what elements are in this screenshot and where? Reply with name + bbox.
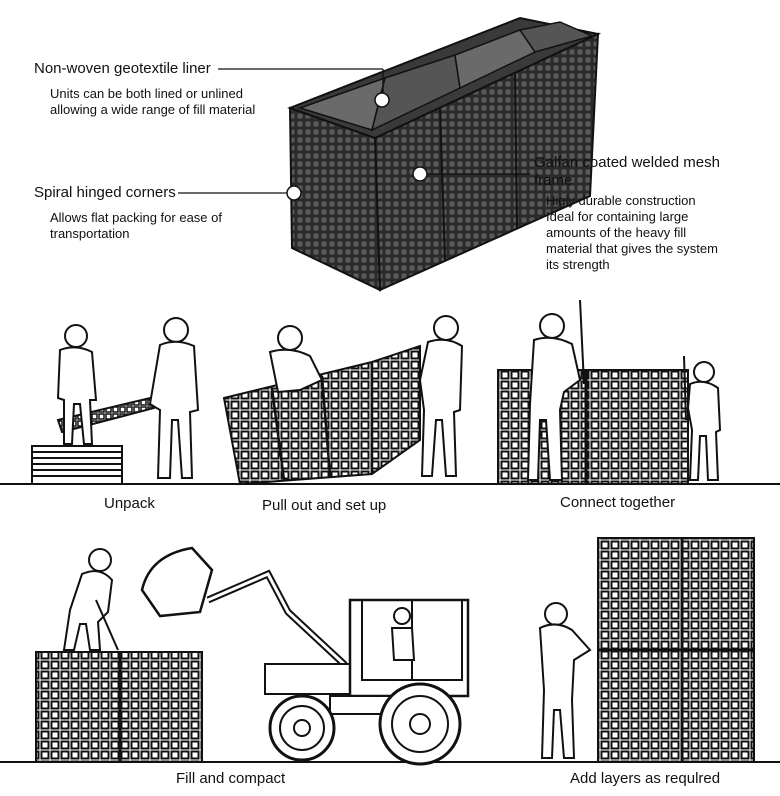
liner-callout-body-line-1: Units can be both lined or unlined <box>50 86 243 102</box>
step-label-connect: Connect together <box>560 494 675 511</box>
mesh-callout-body-line-1: Higly durable construction <box>546 193 696 209</box>
worker-silhouette <box>64 549 112 650</box>
worker-silhouette <box>540 603 590 758</box>
worker-silhouette <box>392 608 414 660</box>
flat-pack-stack <box>32 446 122 484</box>
step-label-fill: Fill and compact <box>176 770 285 787</box>
worker-silhouette <box>270 326 322 392</box>
step-label-pull-out: Pull out and set up <box>262 497 386 514</box>
corners-callout-title: Spiral hinged corners <box>34 184 176 201</box>
corners-callout-body-line-1: Allows flat packing for ease of <box>50 210 222 226</box>
connect-scene <box>498 300 720 484</box>
mesh-callout-body-line-5: its strength <box>546 257 610 273</box>
corners-callout-body-line-2: transportation <box>50 226 130 242</box>
expanding-mesh <box>224 346 420 484</box>
step-label-unpack: Unpack <box>104 495 155 512</box>
pull-out-scene <box>224 316 462 484</box>
loader-bucket <box>142 548 212 616</box>
worker-silhouette <box>688 362 720 480</box>
worker-silhouette <box>150 318 198 478</box>
liner-callout-title: Non-woven geotextile liner <box>34 60 211 77</box>
connected-cells <box>498 370 688 484</box>
liner-callout-body-line-2: allowing a wide range of fill material <box>50 102 255 118</box>
mesh-callout-body-line-2: Ideal for containing large <box>546 209 688 225</box>
mesh-callout-body-line-4: material that gives the system <box>546 241 718 257</box>
mesh-callout-body-line-3: amounts of the heavy fill <box>546 225 686 241</box>
mesh-callout-title-line-1: Galfan coated welded mesh <box>534 154 720 171</box>
layers-scene <box>540 538 754 762</box>
unpack-scene <box>32 318 198 484</box>
mesh-callout-title-line-2: frame <box>534 172 572 189</box>
step-label-add-layers: Add layers as requlred <box>570 770 720 787</box>
worker-silhouette <box>420 316 462 476</box>
